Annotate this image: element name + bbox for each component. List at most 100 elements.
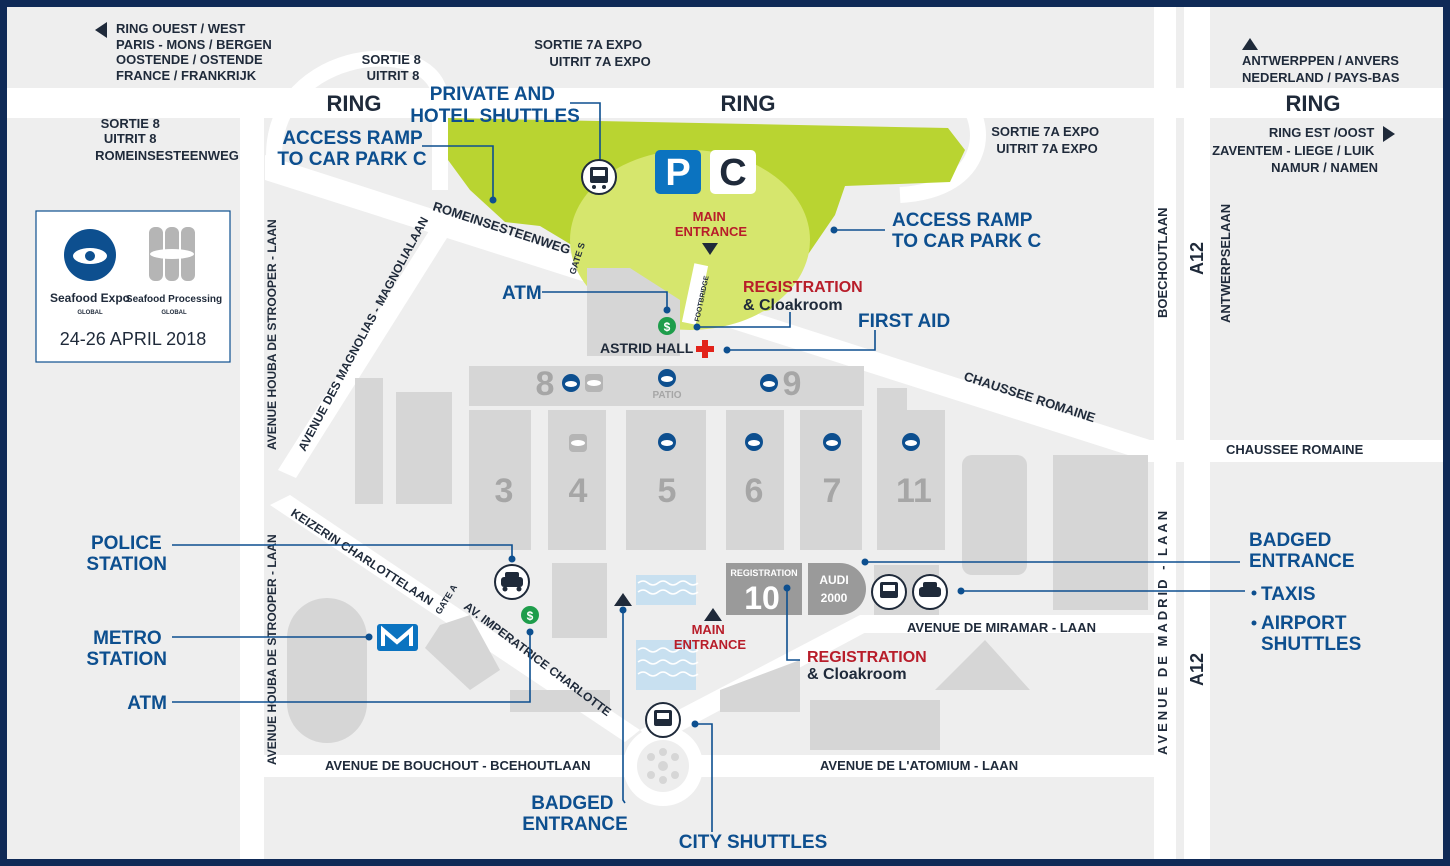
leader-lines xyxy=(172,102,1245,832)
hall-3-number: 3 xyxy=(495,472,514,510)
airport-shuttle-icon[interactable] xyxy=(871,574,907,610)
seafood-expo-icon xyxy=(760,374,778,392)
chaussee-romaine-label: CHAUSSEE ROMAINE xyxy=(1226,442,1364,457)
entrance-arrow-icon xyxy=(704,608,722,621)
hall-7-number: 7 xyxy=(823,472,842,510)
avenue-miramar-road xyxy=(860,615,1160,633)
atm-bottom-label: ATM xyxy=(127,693,167,714)
arrow-up-icon xyxy=(1242,38,1258,50)
ring-label-1: RING xyxy=(327,91,382,116)
first-aid-label: FIRST AID xyxy=(858,311,950,332)
taxis-label: TAXIS xyxy=(1261,584,1316,605)
building-southwest xyxy=(425,615,500,690)
avenue-miramar-label: AVENUE DE MIRAMAR - LAAN xyxy=(907,620,1096,635)
registration-bottom-label: REGISTRATION & Cloakroom xyxy=(807,649,931,683)
patio-label: PATIO xyxy=(652,390,681,401)
building-south-3 xyxy=(810,700,940,750)
chaussee-romaine-road xyxy=(1136,440,1443,462)
ring-label-2: RING xyxy=(721,91,776,116)
parking-p-letter: P xyxy=(665,152,690,194)
hall-11-number: 11 xyxy=(896,472,932,510)
private-hotel-shuttles-label: PRIVATE AND HOTEL SHUTTLES xyxy=(410,84,580,127)
entrance-arrow-icon xyxy=(702,243,718,255)
avenue-houba-top-label: AVENUE HOUBA DE STROOPER - LAAN xyxy=(265,219,279,450)
hall-8-number: 8 xyxy=(536,365,555,403)
keizerin-charlotte-road xyxy=(270,495,640,742)
hall-10-registration: REGISTRATION xyxy=(730,568,797,578)
avenue-houba-bottom-label: AVENUE HOUBA DE STROOPER - LAAN xyxy=(265,534,279,765)
hall-2-building xyxy=(552,563,607,638)
seafood-processing-sub: GLOBAL xyxy=(161,310,187,316)
small-building-2 xyxy=(396,392,452,504)
bullet-icon xyxy=(1251,620,1257,626)
entrance-arrow-icon xyxy=(614,593,632,606)
metro-station-label: METRO STATION xyxy=(86,628,167,670)
bullet-icon xyxy=(1251,590,1257,596)
audi-number: 2000 xyxy=(821,591,848,605)
seafood-expo-markers xyxy=(562,369,920,452)
taxi-icon[interactable] xyxy=(912,574,948,610)
seafood-expo-icon xyxy=(823,433,841,451)
first-aid-icon[interactable] xyxy=(696,340,714,358)
seafood-processing-icon xyxy=(585,374,603,392)
svg-text:$: $ xyxy=(664,320,671,334)
shuttle-bus-icon[interactable] xyxy=(581,159,617,195)
sortie-8-left: SORTIE 8 UITRIT 8 ROMEINSESTEENWEG xyxy=(95,116,239,163)
seafood-expo-icon xyxy=(658,369,676,387)
footbridge xyxy=(681,263,709,325)
hall-6-number: 6 xyxy=(745,472,764,510)
airport-shuttles-label: AIRPORT SHUTTLES xyxy=(1261,613,1361,655)
hall-4 xyxy=(548,410,606,550)
seafood-processing-brand: Seafood Processing xyxy=(126,294,222,305)
seafood-expo-sub: GLOBAL xyxy=(77,310,103,316)
atomium-icon xyxy=(647,748,679,784)
hall-5-number: 5 xyxy=(658,472,677,510)
parking-c-sign: C xyxy=(710,150,756,194)
event-dates: 24-26 APRIL 2018 xyxy=(60,329,206,349)
audi-2000-building xyxy=(808,563,866,615)
city-shuttle-icon[interactable] xyxy=(645,702,681,738)
seafood-processing-icon xyxy=(569,434,587,452)
metro-icon[interactable] xyxy=(377,624,418,651)
access-ramp-right-label: ACCESS RAMP TO CAR PARK C xyxy=(892,210,1041,252)
badged-entrance-right-label: BADGED ENTRANCE xyxy=(1249,530,1355,572)
ring-west-directions: RING OUEST / WEST PARIS - MONS / BERGEN … xyxy=(116,21,275,83)
sortie-7a-top: SORTIE 7A EXPO UITRIT 7A EXPO xyxy=(534,37,650,69)
a12-road xyxy=(1184,7,1210,859)
boechoutlaan-label: BOECHOUTLAAN xyxy=(1155,208,1170,319)
ring-label-3: RING xyxy=(1286,91,1341,116)
sortie-8-top: SORTIE 8 UITRIT 8 xyxy=(362,52,425,83)
atm-top-label: ATM xyxy=(502,283,542,304)
sports-field xyxy=(287,598,367,743)
water-waves xyxy=(637,580,699,677)
parking-p-sign: P xyxy=(655,150,701,194)
sortie7a-loop-road xyxy=(899,88,986,203)
event-logo-box: Seafood Expo GLOBAL Seafood Processing G… xyxy=(35,210,231,363)
avenue-magnolias-road xyxy=(278,223,452,478)
registration-top-label: REGISTRATION & Cloakroom xyxy=(743,279,867,314)
sortie8-loop-road xyxy=(266,50,448,190)
avenue-atomium-label: AVENUE DE L'ATOMIUM - LAAN xyxy=(820,758,1018,773)
astrid-hall-building xyxy=(587,268,680,356)
small-building-1 xyxy=(355,378,383,504)
hall-10-number: 10 xyxy=(744,580,780,616)
building-east-2 xyxy=(1053,455,1148,610)
building-triangle xyxy=(935,640,1030,690)
parking-c-letter: C xyxy=(719,152,746,194)
hall-9-number: 9 xyxy=(783,365,802,403)
arrow-right-icon xyxy=(1383,126,1395,142)
police-station-label: POLICE STATION xyxy=(86,533,167,575)
seafood-expo-icon xyxy=(902,433,920,451)
boechoutlaan-road xyxy=(1154,7,1176,859)
atm-icon[interactable]: $ xyxy=(521,606,539,624)
atm-icon[interactable]: $ xyxy=(658,317,676,335)
building-south-1 xyxy=(510,690,610,712)
arrow-left-icon xyxy=(95,22,107,38)
main-entrance-bottom-label: MAIN ENTRANCE xyxy=(674,622,747,652)
antwerpselaan-label: ANTWERPSELAAN xyxy=(1218,204,1233,323)
a12-top-label: A12 xyxy=(1187,242,1207,275)
police-car-icon[interactable] xyxy=(494,564,530,600)
hall-3 xyxy=(469,410,531,550)
seafood-expo-icon xyxy=(745,433,763,451)
access-ramp-left-label: ACCESS RAMP TO CAR PARK C xyxy=(277,128,427,170)
